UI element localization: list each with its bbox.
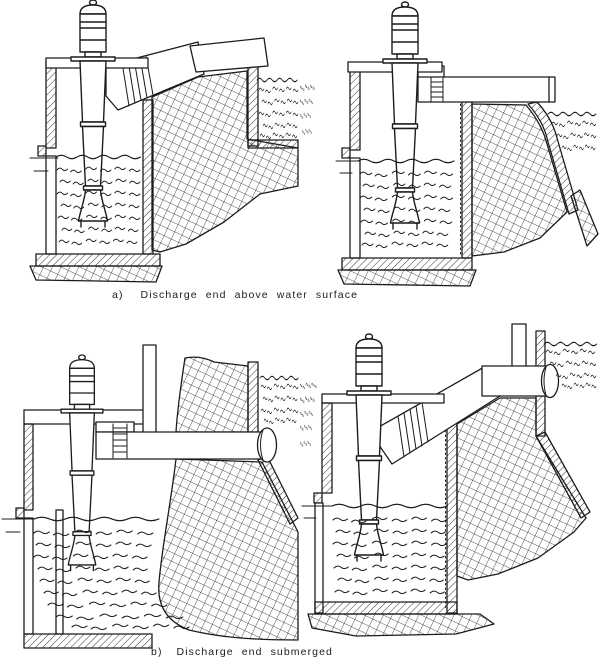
edge-water-marks [300, 383, 317, 447]
channel-wall [247, 65, 259, 147]
channel-wall [247, 361, 259, 433]
expansion-joint [112, 423, 128, 459]
expansion-joint [430, 76, 444, 103]
sump-floor [23, 633, 153, 649]
vertical-pump [60, 354, 104, 572]
outfall-wall-upper [535, 330, 546, 368]
flap-valve-edge [260, 429, 264, 461]
sump-left-wall [321, 402, 333, 494]
sump-floor [341, 257, 473, 271]
headworks-block [189, 37, 269, 73]
caption-b: b) Discharge end submerged [151, 646, 333, 658]
sump-water [1, 516, 189, 629]
ground-below-floor [337, 269, 477, 287]
flap-valve-edge [543, 366, 547, 396]
wall-step [313, 492, 323, 504]
discharge-pipe [417, 76, 556, 103]
discharge-pipe [105, 41, 205, 111]
sump-left-wall [45, 61, 57, 149]
sump-water [335, 158, 455, 247]
wall-step [341, 147, 351, 159]
caption-b-label: b) [151, 646, 163, 658]
sloped-apron [527, 101, 579, 215]
gauge-pipe [314, 502, 324, 614]
outfall-wall-lower [535, 395, 546, 437]
vent-pipe [511, 323, 527, 369]
receiving-water [259, 375, 300, 423]
discharge-pipe-outlet [481, 365, 549, 397]
sump-left-wall [23, 423, 34, 511]
caption-a: a) Discharge end above water surface [112, 289, 358, 301]
upper-bank-earth [175, 356, 249, 433]
pipe-riser [95, 421, 135, 433]
vertical-pump [382, 1, 428, 230]
channel-water [256, 77, 298, 138]
wall-step [15, 507, 25, 519]
sump-floor [35, 253, 161, 267]
ground-below-floor [307, 613, 495, 637]
caption-b-text: Discharge end submerged [176, 646, 334, 658]
sump-left-wall-lower [23, 517, 34, 635]
flap-valve [256, 427, 278, 463]
flap-valve [540, 363, 560, 399]
illustration-pump-discharge-above-water-left [29, 0, 300, 283]
earth-embankment [151, 70, 299, 253]
illustration-pump-discharge-submerged-right [300, 323, 598, 637]
caption-a-text: Discharge end above water surface [140, 289, 359, 301]
sump-water [301, 503, 448, 594]
sump-right-wall [461, 101, 473, 259]
caption-a-label: a) [112, 289, 124, 301]
discharge-pipe [95, 431, 267, 460]
sloped-apron [535, 431, 591, 519]
earth-toe [570, 189, 599, 247]
edge-water-marks [300, 85, 315, 135]
sump-floor [314, 601, 458, 615]
ground-below-floor [29, 265, 163, 283]
illustration-pump-discharge-above-water-right [300, 1, 599, 287]
expansion-joint [397, 401, 429, 458]
sump-left-wall [349, 69, 361, 151]
vertical-pump [70, 0, 116, 228]
vent-pipe [142, 344, 157, 434]
sump-water [29, 154, 142, 244]
channel-floor [247, 139, 299, 149]
wall-step [37, 145, 47, 157]
sump-right-wall [142, 99, 154, 255]
earth-embankment [456, 397, 587, 581]
illustration-pump-discharge-submerged-left [1, 344, 300, 649]
earth-embankment [471, 103, 568, 257]
sump-right-wall [446, 422, 458, 614]
